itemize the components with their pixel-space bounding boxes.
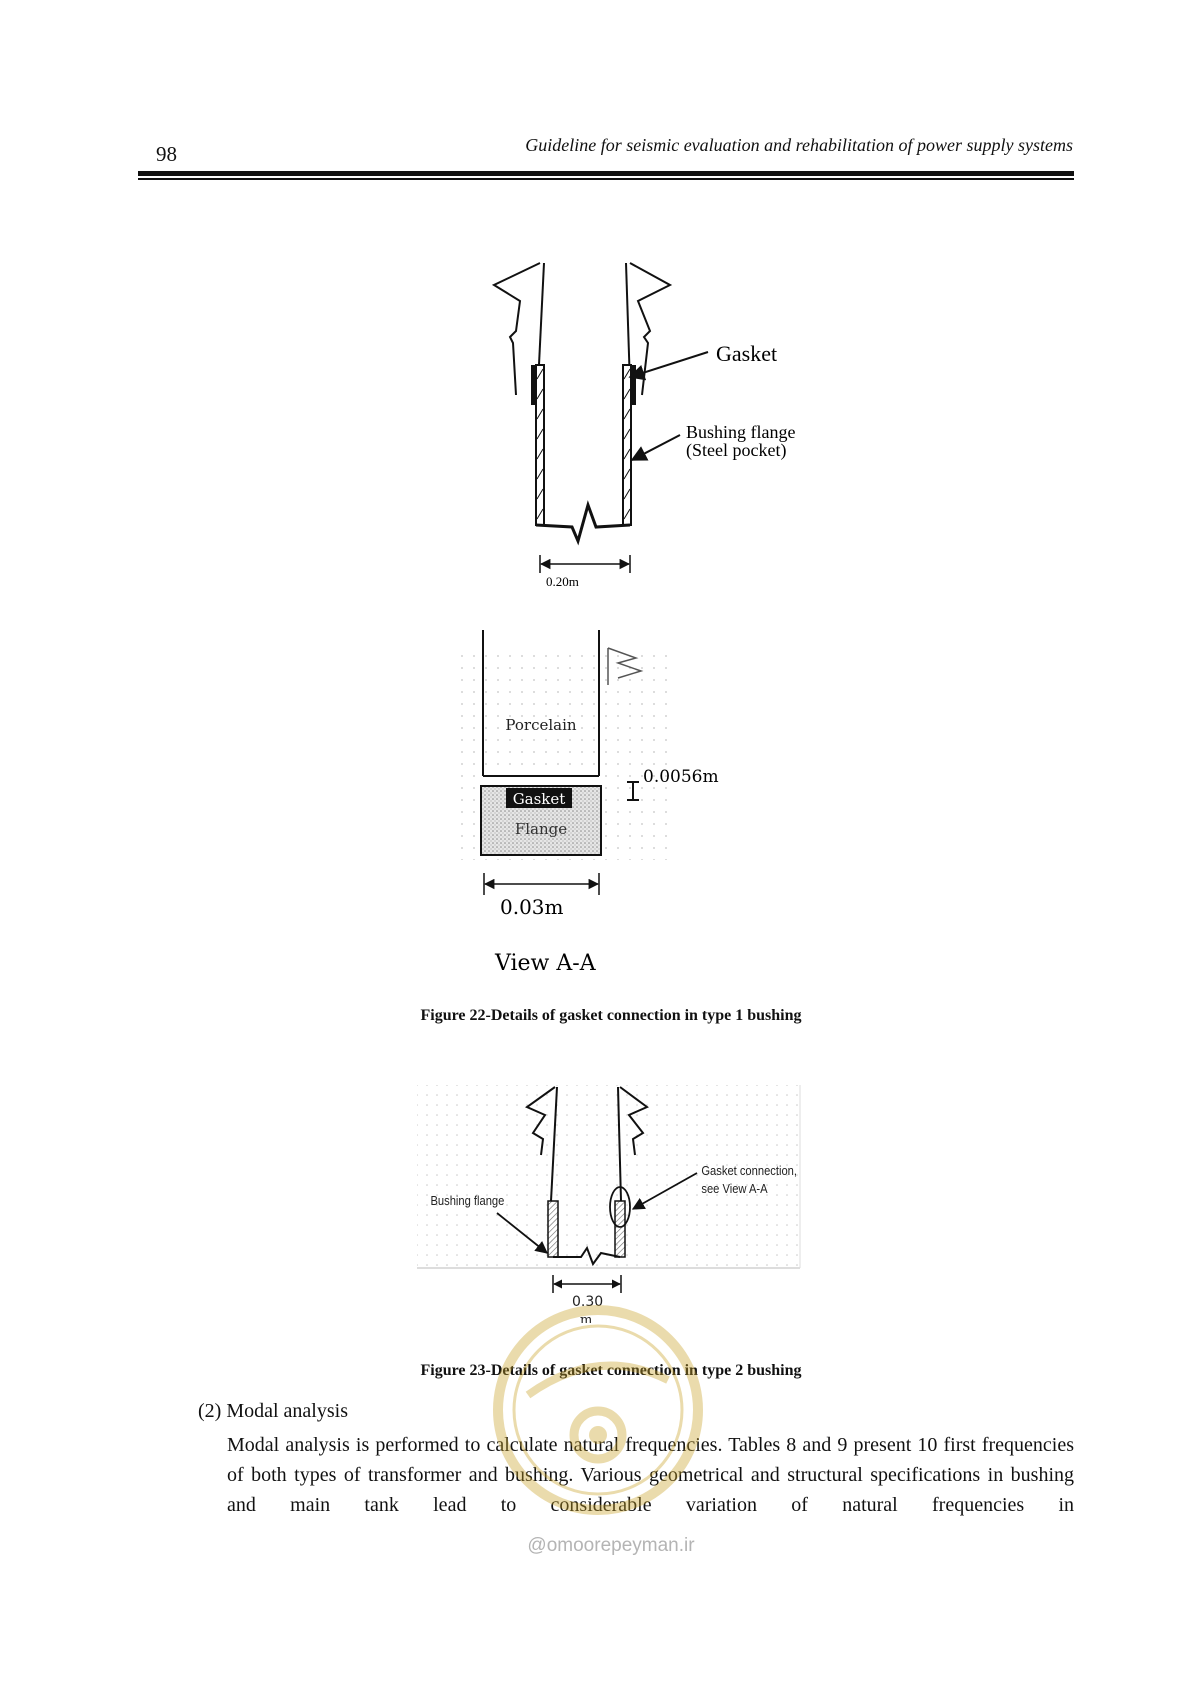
see-view-aa-label: see View A-A [701,1181,768,1196]
left-steel-pocket [535,364,545,526]
porcelain-left-body [550,1086,558,1202]
figure-22-caption: Figure 22-Details of gasket connection i… [420,1007,802,1024]
bushing-flange-label: Bushing flange [686,422,796,442]
body-paragraph: Modal analysis is performed to calculate… [227,1434,1074,1516]
flange-label: Flange [515,820,567,838]
header-rule-thick [138,171,1074,176]
porcelain-right-outline [629,262,673,396]
figure-23-caption: Figure 23-Details of gasket connection i… [420,1362,802,1379]
watermark-seal-logo [493,1305,703,1515]
header-rule-thin [138,178,1074,180]
break-line [607,647,644,679]
page-number: 98 [156,142,177,166]
right-steel-pocket [622,364,632,526]
bushing-flange-label: Bushing flange [430,1193,504,1208]
left-gasket-mark [531,365,537,405]
flange-leader-arrow [496,1212,548,1254]
right-flange-hatch [614,1200,626,1258]
gasket-detail-label: Gasket [513,790,566,808]
section-heading: (2) Modal analysis [198,1400,348,1422]
steel-pocket-label: (Steel pocket) [686,440,786,461]
width-label: 0.03m [500,895,564,919]
dimension-width-label: 0.20m [546,574,579,589]
gasket-connection-circle [609,1186,631,1228]
gasket-band [506,788,572,808]
gasket-leader-arrow [628,351,709,381]
dotted-panel [417,1085,800,1268]
connection-leader-arrow [631,1172,698,1210]
dimension-unit-label: m [580,1313,592,1323]
figure-22-bushing-drawing: Gasket Bushing flange (Steel pocket) 0.2… [491,262,796,589]
view-aa-label: View A-A [494,951,597,976]
running-header-title: Guideline for seismic evaluation and reh… [525,135,1073,155]
porcelain-label: Porcelain [505,716,577,734]
watermark-site-text: @omoorepeyman.ir [527,1535,695,1556]
thickness-label: 0.0056m [643,767,719,787]
porcelain-left-outline [491,262,541,396]
figure-23-bushing-drawing: Bushing flange Gasket connection, see Vi… [417,1085,801,1323]
porcelain-right-body [617,1086,622,1202]
gasket-connection-label: Gasket connection, [701,1163,797,1178]
left-flange-hatch [547,1200,559,1258]
thickness-dimension-icon [627,781,639,801]
dimension-value-label: 0.30 [572,1294,603,1310]
porcelain-left-shed [524,1086,556,1156]
figure-22-view-aa-detail: Porcelain Gasket Flange 0.0056m 0.03m Vi… [460,630,719,976]
porcelain-right-shed [619,1086,649,1156]
gasket-label: Gasket [716,341,777,366]
flange-leader-arrow [630,434,681,461]
pocket-bottom-break [535,500,631,546]
right-gasket-mark [630,365,636,405]
bottom-break-line [553,1245,621,1267]
